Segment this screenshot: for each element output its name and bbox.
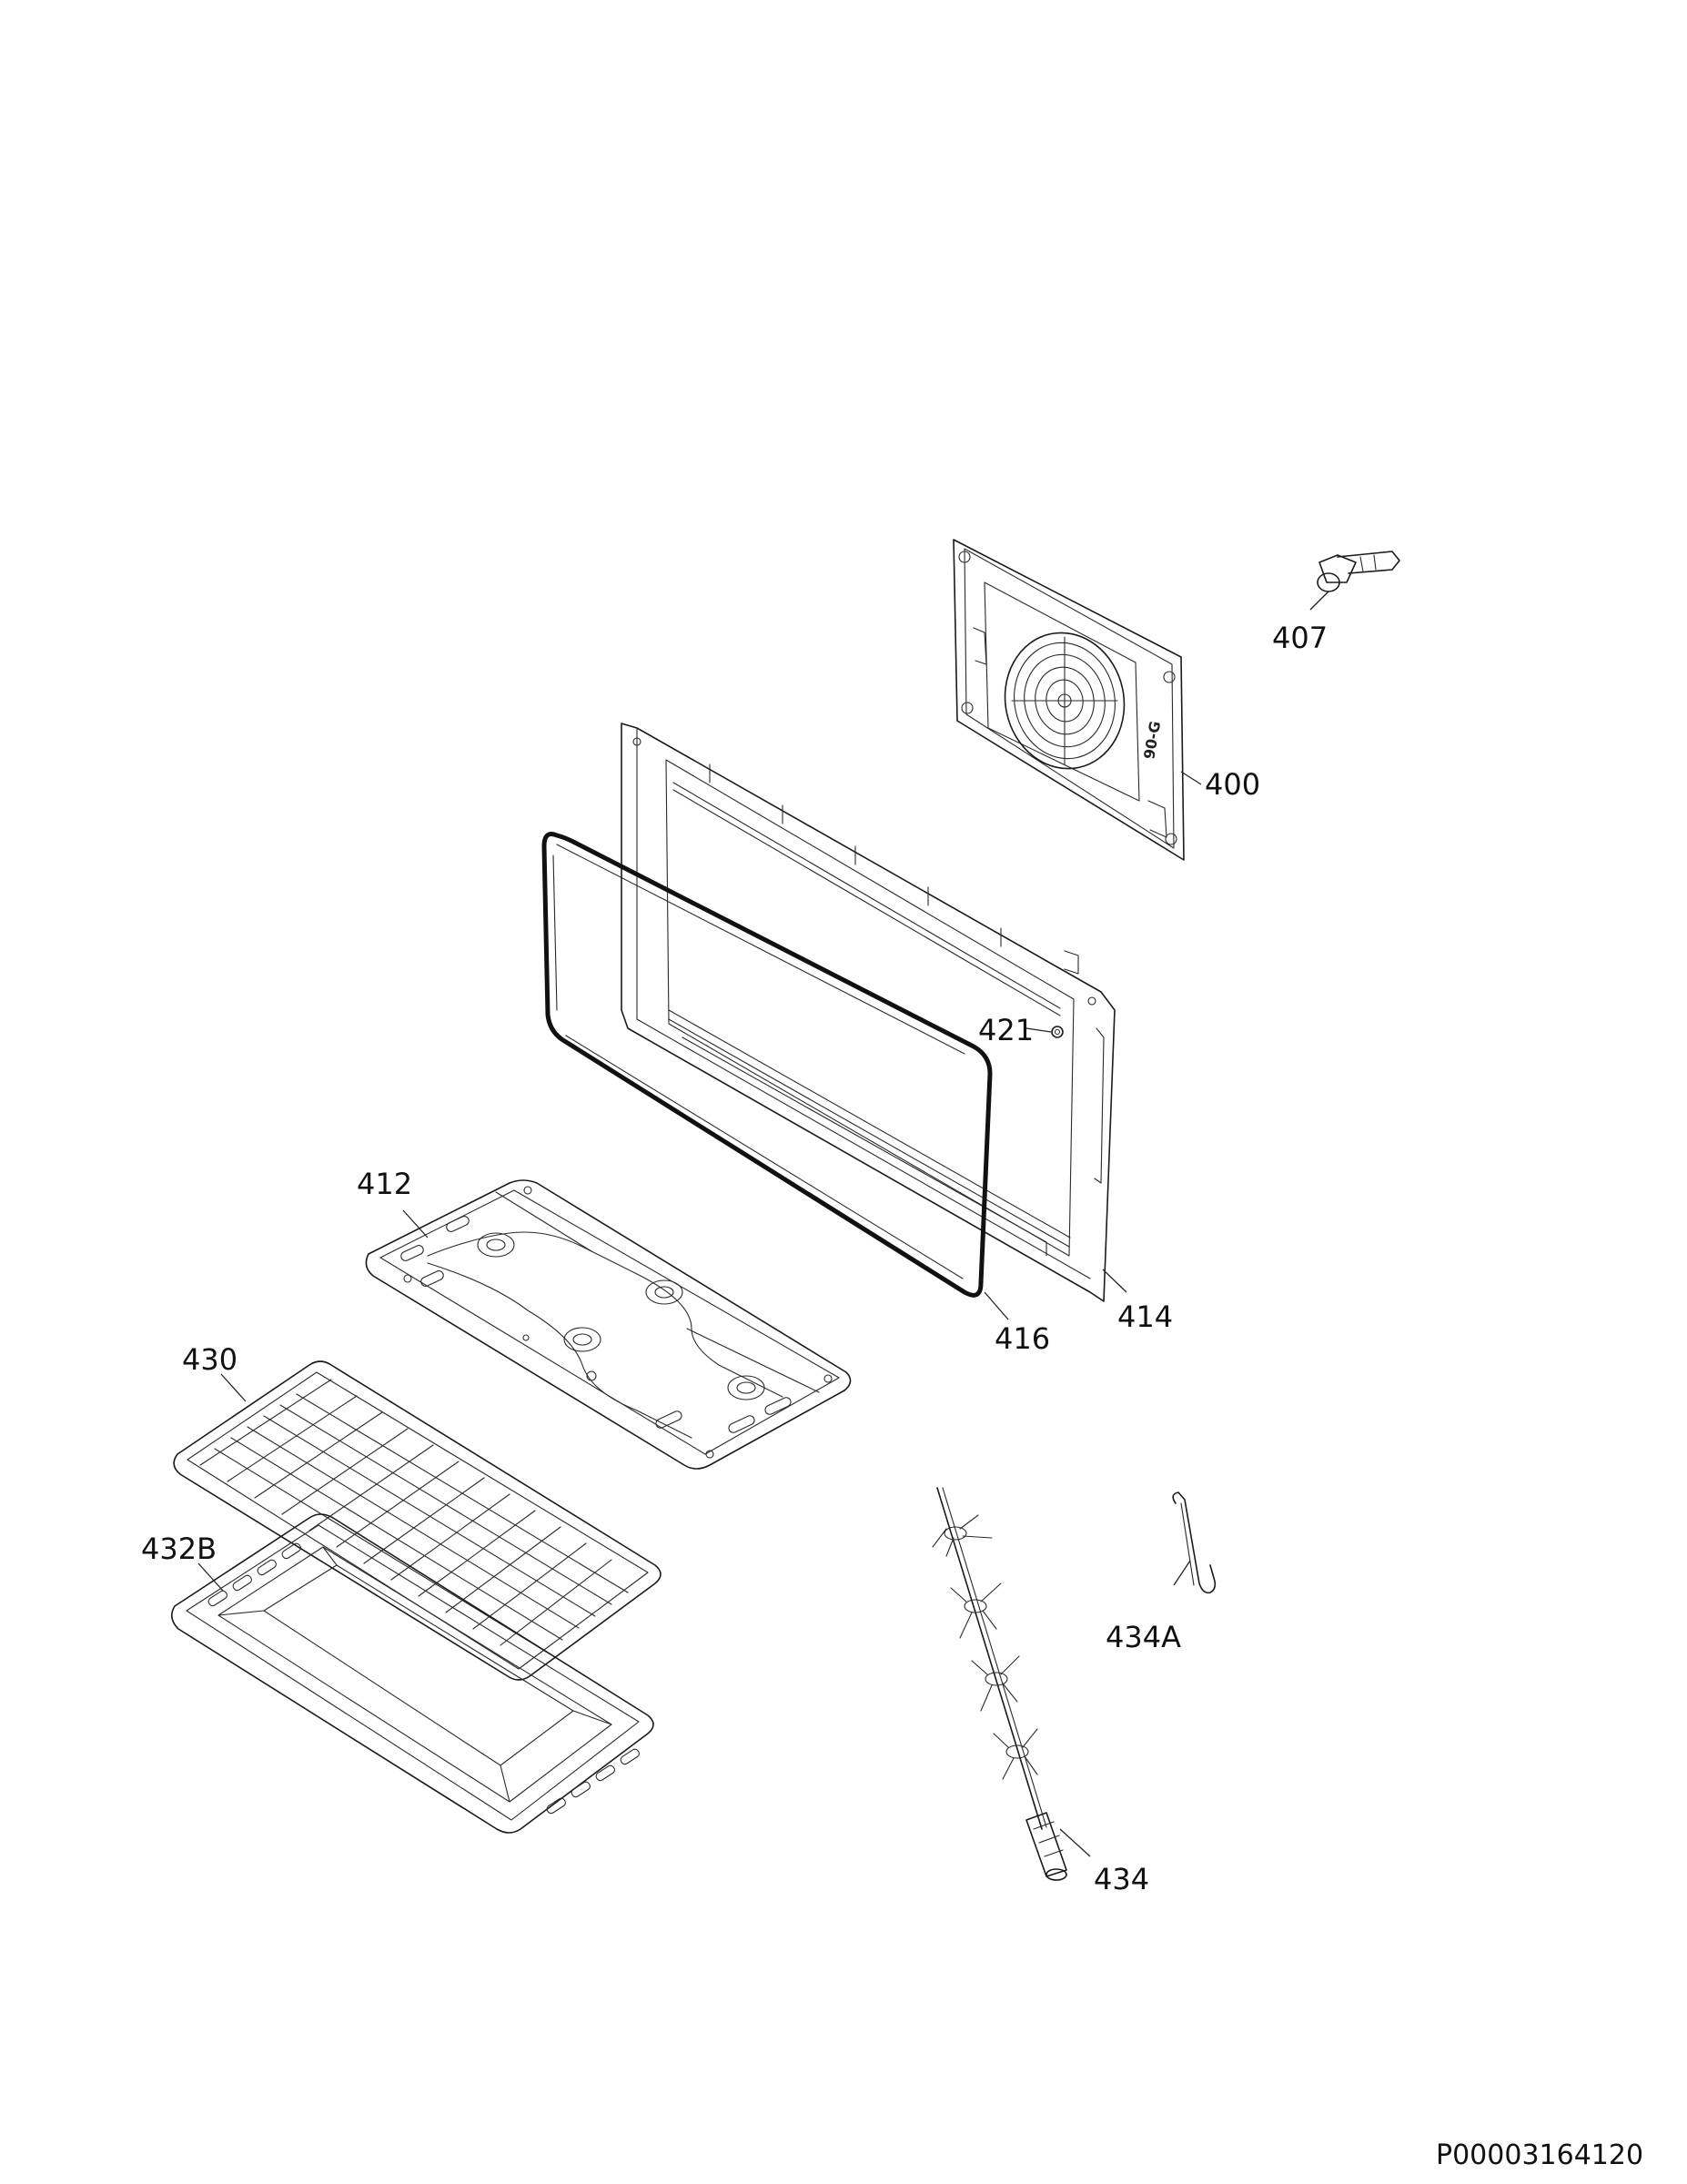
document-number: P00003164120 (1436, 2139, 1643, 2171)
part-416-gasket[interactable] (541, 832, 993, 1298)
shelf-wires (199, 1379, 629, 1653)
callout-434A: 434A (1106, 1620, 1181, 1654)
spit-fork-second (950, 1582, 1002, 1639)
callout-416: 416 (995, 1321, 1050, 1356)
callout-432B: 432B (141, 1532, 217, 1566)
callout-412: 412 (357, 1167, 412, 1201)
part-407-clip[interactable] (1317, 551, 1400, 592)
callout-labels: 407 400 421 412 416 414 430 432B 434A 43… (141, 621, 1328, 1896)
callout-407: 407 (1272, 621, 1328, 655)
spit-fork-third (971, 1655, 1020, 1712)
part-432B-baking-tray[interactable] (171, 1513, 654, 1834)
part-434-rotisserie-spit[interactable] (932, 1487, 1067, 1881)
part-400-rear-panel[interactable]: 90-G (953, 539, 1185, 861)
callout-421: 421 (978, 1013, 1034, 1047)
callout-434: 434 (1094, 1862, 1149, 1896)
part-412-bottom-plate[interactable] (365, 1179, 852, 1470)
callout-400: 400 (1205, 767, 1260, 802)
part-430-wire-shelf[interactable] (173, 1360, 662, 1681)
svg-text:90-G: 90-G (1140, 720, 1164, 761)
part-414-inner-frame[interactable] (621, 723, 1116, 1302)
leader-lines (197, 591, 1329, 1857)
spit-handle (1025, 1812, 1067, 1881)
callout-430: 430 (182, 1342, 237, 1377)
callout-414: 414 (1117, 1299, 1173, 1334)
part-434A-hook[interactable] (1172, 1491, 1217, 1594)
spit-fork-upper (932, 1514, 993, 1557)
part-421-screw[interactable] (1051, 1026, 1064, 1038)
spit-fork-lower (993, 1728, 1038, 1780)
